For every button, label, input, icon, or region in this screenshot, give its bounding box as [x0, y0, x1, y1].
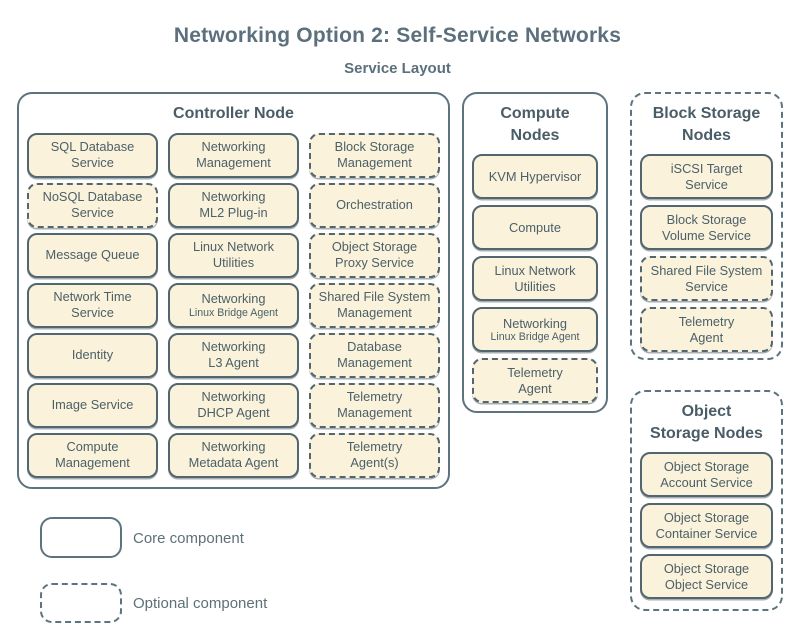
service-box: Orchestration — [309, 182, 440, 228]
service-label: Compute Management — [55, 439, 130, 471]
service-label: Network Time Service — [53, 289, 132, 321]
service-label: Telemetry Agent(s) — [346, 439, 403, 471]
legend-core-label: Core component — [133, 530, 244, 547]
service-box: Telemetry Agent — [472, 358, 598, 404]
block-storage-services-stack: iSCSI Target Service Block Storage Volum… — [632, 152, 781, 360]
service-label: Networking — [502, 315, 567, 331]
service-box: Identity — [27, 332, 158, 378]
service-label: Linux Network Utilities — [494, 263, 576, 294]
service-box: Object Storage Proxy Service — [309, 232, 440, 278]
service-box: Linux Network Utilities — [168, 232, 299, 278]
group-title-object-storage-nodes: Object Storage Nodes — [650, 403, 763, 442]
service-label: Networking L3 Agent — [201, 339, 266, 371]
service-label: Networking Metadata Agent — [188, 439, 279, 471]
service-label: Compute — [509, 219, 561, 235]
service-label: Linux Network Utilities — [192, 239, 275, 271]
service-box: Networking ML2 Plug-in — [168, 182, 299, 228]
service-label: Block Storage Volume Service — [662, 212, 751, 243]
service-box: iSCSI Target Service — [640, 154, 773, 200]
service-label: NoSQL Database Service — [42, 189, 143, 221]
group-object-storage-nodes: Object Storage Nodes Object Storage Acco… — [630, 390, 783, 611]
service-label: Shared File System Service — [650, 263, 763, 294]
service-label: Networking Management — [196, 139, 271, 171]
service-box: Networking Linux Bridge Agent — [168, 282, 299, 328]
service-box: Telemetry Management — [309, 382, 440, 428]
object-storage-services-stack: Object Storage Account Service Object St… — [632, 450, 781, 607]
service-label: Networking ML2 Plug-in — [199, 189, 268, 221]
legend-optional-swatch — [40, 583, 122, 623]
service-box: Shared File System Service — [640, 256, 773, 302]
service-label: Object Storage Container Service — [655, 510, 758, 541]
group-title-block-storage-nodes: Block Storage Nodes — [652, 105, 761, 144]
service-label: KVM Hypervisor — [488, 168, 582, 184]
service-box: Block Storage Management — [309, 132, 440, 178]
service-box: NoSQL Database Service — [27, 182, 158, 228]
service-label: Block Storage Management — [334, 139, 415, 171]
service-box: Network Time Service — [27, 282, 158, 328]
service-box: Linux Network Utilities — [472, 256, 598, 302]
service-box: Object Storage Object Service — [640, 554, 773, 600]
service-label: Networking DHCP Agent — [197, 389, 270, 421]
service-label: Telemetry Agent — [507, 365, 563, 396]
service-box: Telemetry Agent(s) — [309, 432, 440, 478]
controller-services-grid: SQL Database Service Networking Manageme… — [19, 131, 448, 486]
service-box: KVM Hypervisor — [472, 154, 598, 200]
service-sublabel: Linux Bridge Agent — [490, 331, 580, 344]
service-box: Compute Management — [27, 432, 158, 478]
service-box: Message Queue — [27, 232, 158, 278]
service-label: Identity — [71, 347, 114, 363]
service-box: Networking Linux Bridge Agent — [472, 307, 598, 353]
service-label: Object Storage Account Service — [660, 459, 753, 490]
service-box: Shared File System Management — [309, 282, 440, 328]
group-title-controller-node: Controller Node — [173, 105, 294, 122]
service-label: Object Storage Object Service — [663, 561, 750, 592]
service-label: Database Management — [337, 339, 412, 371]
service-label: SQL Database Service — [50, 139, 135, 171]
service-box: Networking L3 Agent — [168, 332, 299, 378]
service-box: Telemetry Agent — [640, 307, 773, 353]
service-box: Networking Management — [168, 132, 299, 178]
service-sublabel: Linux Bridge Agent — [189, 306, 278, 319]
service-label: Telemetry Management — [337, 389, 412, 421]
service-label: Message Queue — [45, 247, 140, 263]
page-title: Networking Option 2: Self-Service Networ… — [173, 24, 622, 47]
service-box: SQL Database Service — [27, 132, 158, 178]
service-label: Orchestration — [336, 197, 413, 213]
legend-optional-label: Optional component — [133, 595, 268, 612]
service-label: iSCSI Target Service — [670, 161, 743, 192]
service-box: Networking DHCP Agent — [168, 382, 299, 428]
page-subtitle: Service Layout — [344, 60, 451, 77]
service-label: Networking — [201, 291, 266, 307]
service-box: Block Storage Volume Service — [640, 205, 773, 251]
service-label: Object Storage Proxy Service — [331, 239, 418, 271]
service-label: Shared File System Management — [318, 289, 431, 321]
service-box: Compute — [472, 205, 598, 251]
group-block-storage-nodes: Block Storage Nodes iSCSI Target Service… — [630, 92, 783, 360]
service-box: Networking Metadata Agent — [168, 432, 299, 478]
group-title-compute-nodes: Compute Nodes — [500, 105, 570, 144]
service-box: Database Management — [309, 332, 440, 378]
legend-core-swatch — [40, 517, 122, 558]
service-box: Object Storage Container Service — [640, 503, 773, 549]
group-controller-node: Controller Node SQL Database Service Net… — [17, 92, 450, 489]
group-compute-nodes: Compute Nodes KVM Hypervisor Compute Lin… — [462, 92, 608, 413]
compute-services-stack: KVM Hypervisor Compute Linux Network Uti… — [464, 152, 606, 411]
service-box: Image Service — [27, 382, 158, 428]
service-label: Image Service — [51, 397, 134, 413]
service-box: Object Storage Account Service — [640, 452, 773, 498]
service-label: Telemetry Agent — [678, 314, 735, 345]
